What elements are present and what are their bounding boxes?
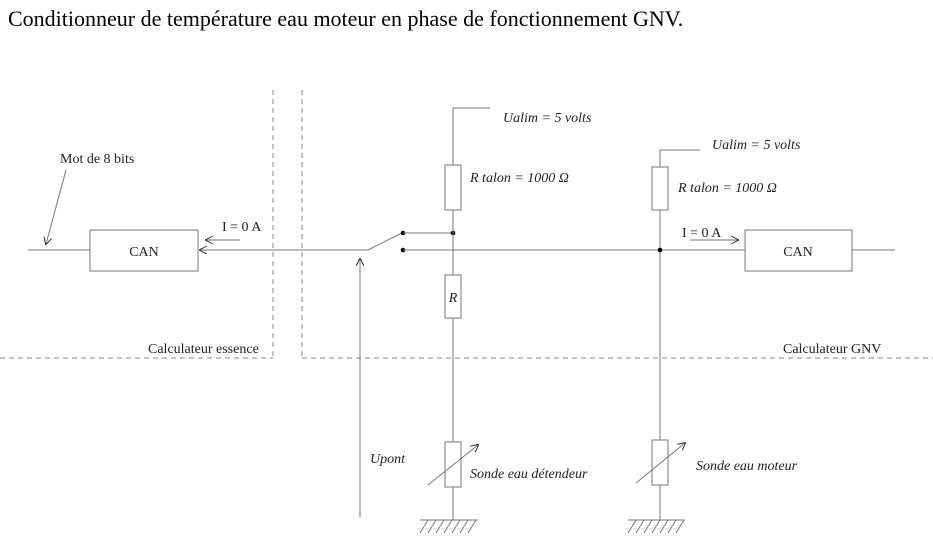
zone-label-essence: Calculateur essence (148, 342, 259, 357)
branch-detendeur (419, 107, 490, 534)
can-essence-label: CAN (129, 245, 159, 260)
zone-boundaries (0, 90, 933, 359)
supply-label-1: Ualim = 5 volts (503, 111, 592, 126)
supply-label-2: Ualim = 5 volts (712, 138, 801, 153)
can-gnv-label: CAN (783, 245, 813, 260)
pullup-label-1: R talon = 1000 Ω (469, 171, 569, 186)
current-label-right: I = 0 A (682, 226, 722, 241)
resistor-r-label: R (448, 291, 458, 306)
current-label-left: I = 0 A (222, 220, 262, 235)
branch-moteur (627, 149, 700, 534)
diagram-title: Conditionneur de température eau moteur … (8, 6, 684, 31)
zone-label-gnv: Calculateur GNV (783, 342, 881, 357)
pullup-label-2: R talon = 1000 Ω (677, 181, 777, 196)
sensor-label-1: Sonde eau détendeur (470, 467, 588, 482)
switch (367, 230, 456, 253)
sensor-label-2: Sonde eau moteur (696, 459, 798, 474)
word-arrow (46, 169, 67, 244)
word-label: Mot de 8 bits (60, 152, 134, 167)
can-essence-block (89, 229, 199, 272)
upont-label: Upont (370, 452, 406, 467)
